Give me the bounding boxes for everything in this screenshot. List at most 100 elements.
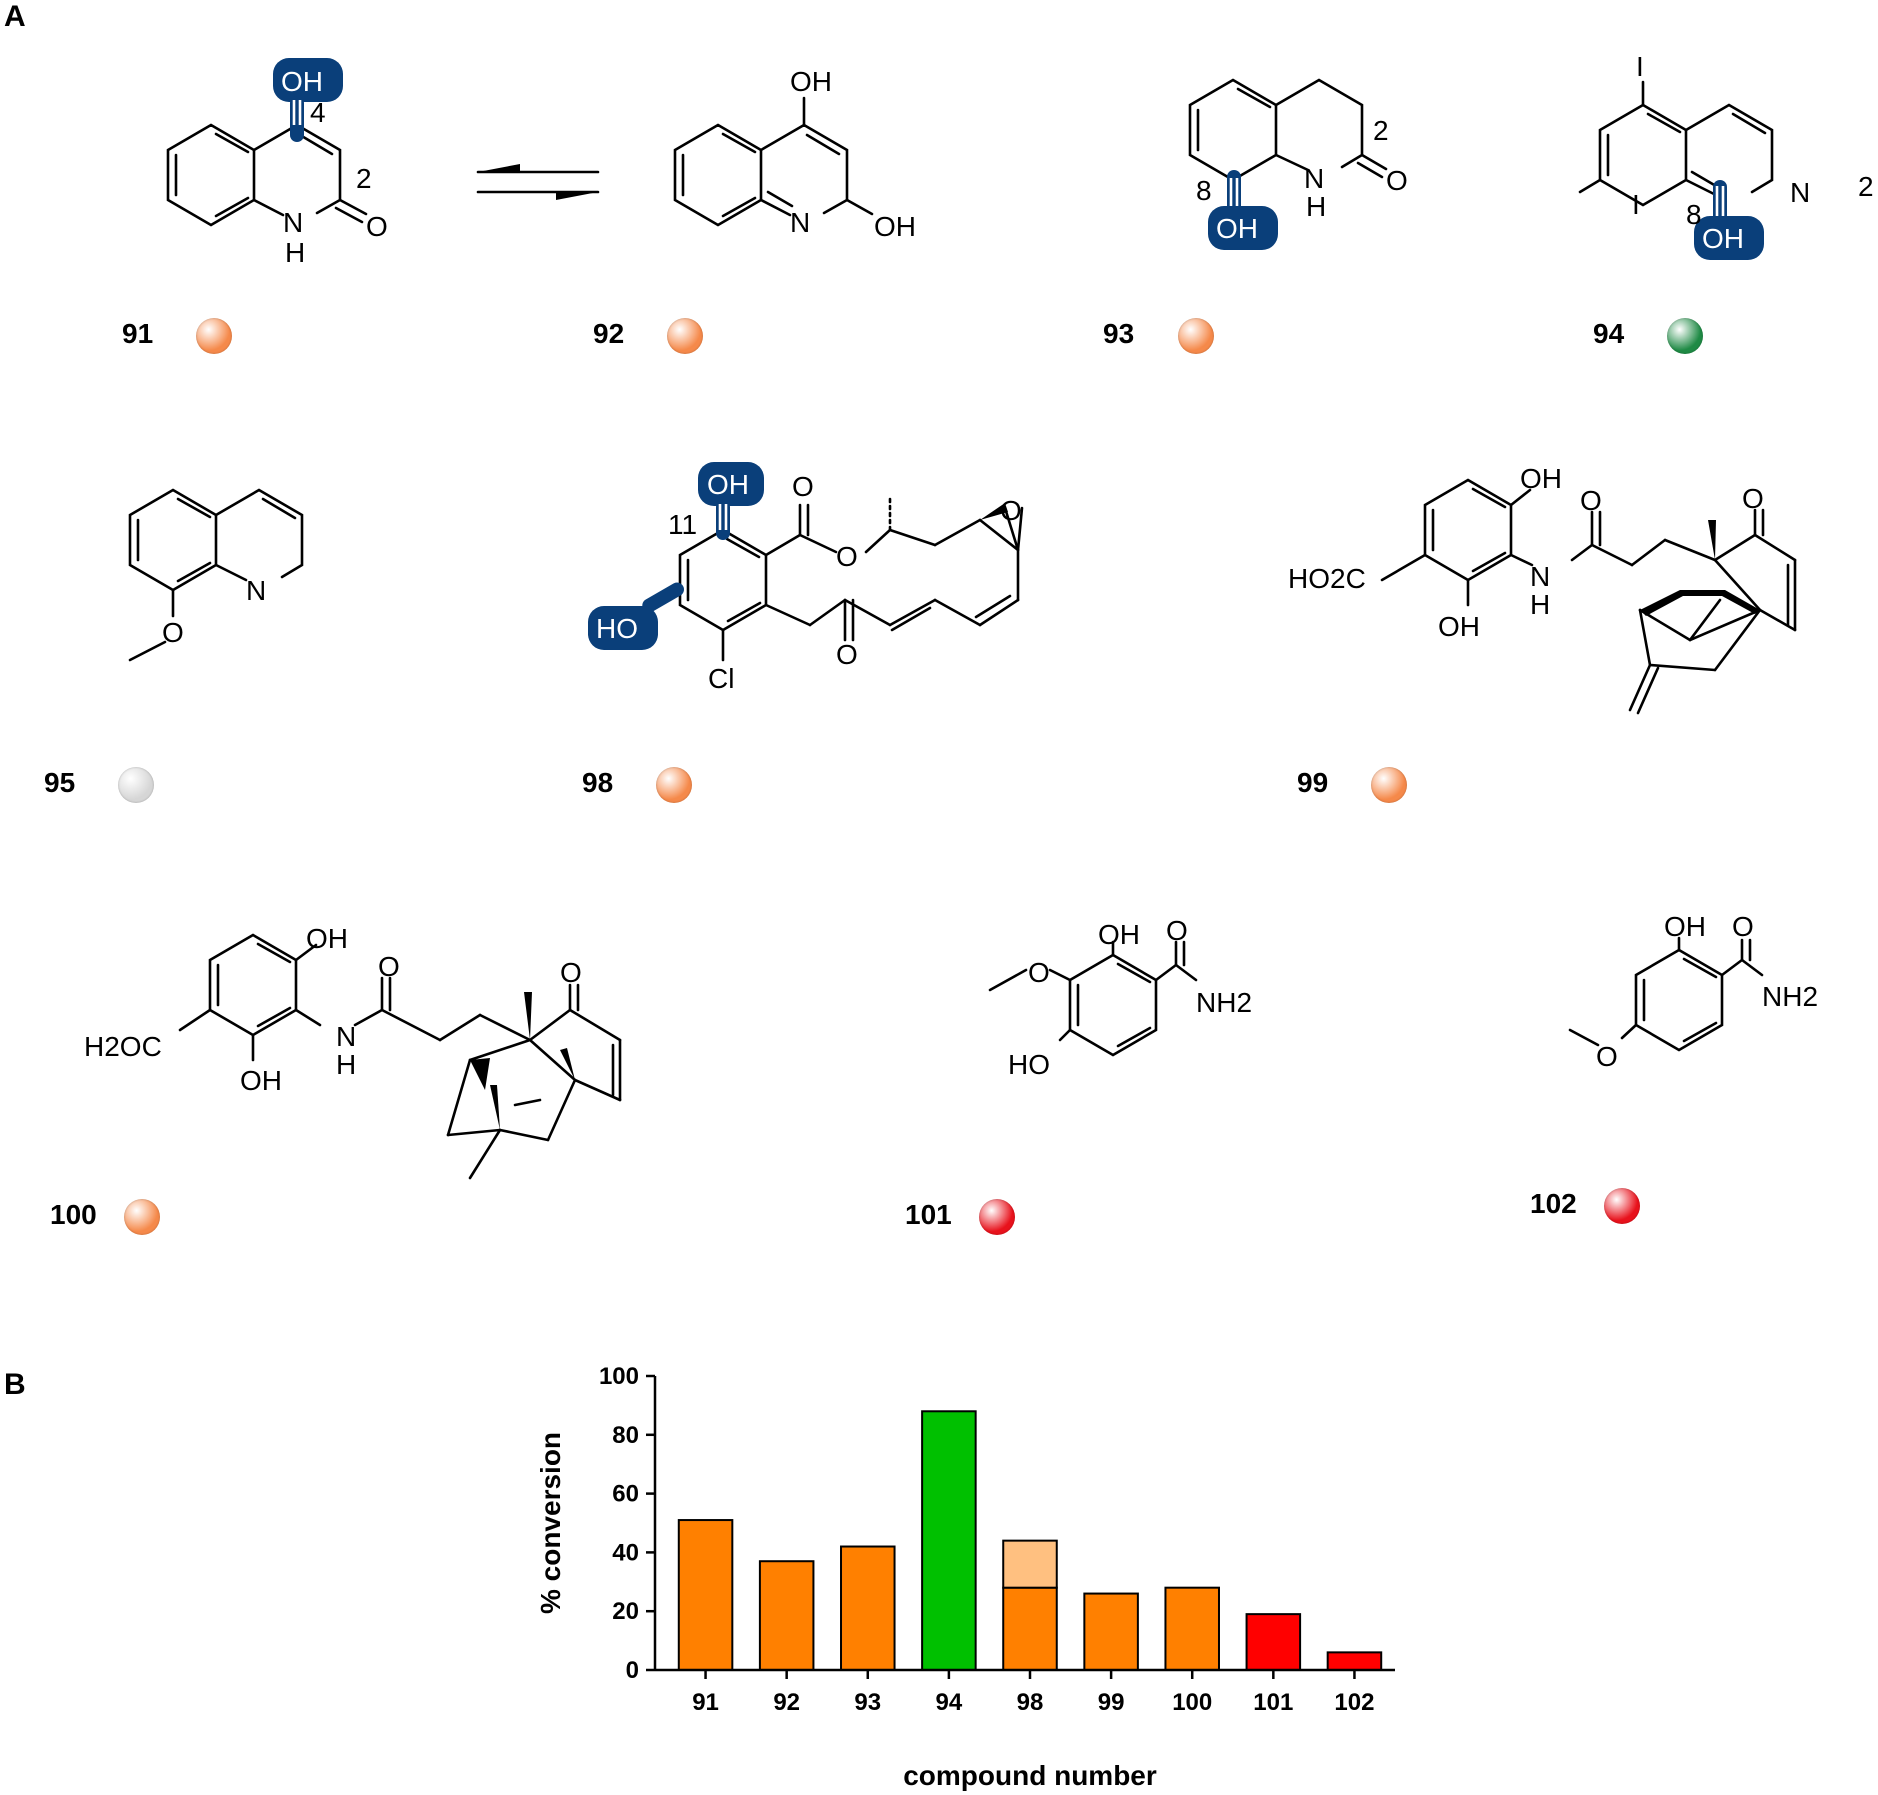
atom-oh: OH	[707, 469, 749, 500]
atom-ho: HO	[1008, 1049, 1050, 1080]
bar	[1326, 1651, 1383, 1671]
atom-o: O	[836, 639, 858, 670]
conversion-dot	[656, 767, 692, 803]
y-tick-label: 40	[612, 1539, 639, 1566]
x-tick-label: 94	[936, 1689, 963, 1716]
conversion-dot	[979, 1199, 1015, 1235]
conversion-dot	[1178, 318, 1214, 354]
panel-a-letter: A	[4, 0, 26, 33]
hydroxyl-highlight	[1694, 216, 1764, 260]
atom-o: O	[1732, 911, 1754, 942]
atom-o: O	[1166, 915, 1188, 946]
bar	[840, 1545, 896, 1672]
conversion-dot	[196, 318, 232, 354]
y-tick-label: 60	[612, 1481, 639, 1508]
hydroxyl-highlight	[588, 606, 658, 650]
atom-o: O	[1742, 483, 1764, 514]
structure-91: OH 4 2 N H O	[166, 58, 388, 268]
x-axis-title: compound number	[903, 1760, 1157, 1791]
x-tick-label: 98	[1017, 1689, 1044, 1716]
atom-h: H	[336, 1049, 356, 1080]
conversion-dot	[118, 767, 154, 803]
conversion-dot	[1604, 1188, 1640, 1224]
compound-label: 91	[122, 318, 154, 349]
structure-92: N OH OH	[673, 66, 916, 242]
atom-cl: Cl	[708, 663, 734, 694]
atom-n: N	[1304, 163, 1324, 194]
structure-102: OH O NH2 O	[1568, 911, 1818, 1072]
bar	[677, 1519, 734, 1671]
atom-o: O	[1028, 957, 1050, 988]
position-label: 4	[310, 97, 326, 128]
atom-oh: OH	[240, 1065, 282, 1096]
compound-label: 93	[1103, 318, 1135, 349]
x-tick-label: 93	[854, 1689, 881, 1716]
atom-n: N	[283, 207, 303, 238]
panel-b-letter: B	[4, 1368, 26, 1401]
atom-n: N	[1530, 561, 1550, 592]
atom-n: N	[1790, 177, 1810, 208]
atom-h: H	[1530, 589, 1550, 620]
atom-oh: OH	[281, 66, 323, 97]
compound-label: 99	[1297, 767, 1329, 798]
x-tick-label: 102	[1334, 1689, 1374, 1716]
structure-100: H2OC OH OH N H O O	[84, 923, 622, 1180]
y-tick-label: 80	[612, 1422, 639, 1449]
atom-oh: OH	[1438, 611, 1480, 642]
y-tick-label: 20	[612, 1598, 639, 1625]
conversion-dot	[667, 318, 703, 354]
compound-label: 102	[1530, 1188, 1577, 1219]
atom-o: O	[1580, 485, 1602, 516]
structure-94: I I OH 8 N 2	[1578, 51, 1874, 260]
y-tick-label: 100	[599, 1363, 639, 1390]
structure-101: OH O NH2 O HO	[988, 915, 1252, 1080]
x-tick-label: 92	[773, 1689, 800, 1716]
position-label: 11	[668, 509, 697, 540]
position-label: 8	[1196, 175, 1212, 206]
y-tick-label: 0	[626, 1657, 639, 1684]
atom-o: O	[836, 541, 858, 572]
atom-o: O	[378, 951, 400, 982]
atom-o: O	[162, 617, 184, 648]
y-axis-title: % conversion	[535, 1432, 566, 1614]
bar-stack	[1002, 1539, 1058, 1589]
bar	[921, 1410, 977, 1671]
equilibrium-arrows	[476, 164, 600, 200]
x-tick-label: 99	[1098, 1689, 1125, 1716]
atom-n: N	[246, 575, 266, 606]
hydroxyl-highlight	[1208, 206, 1278, 250]
atom-oh: OH	[1216, 213, 1258, 244]
position-label: 8	[1686, 199, 1702, 230]
atom-h: H	[1306, 191, 1326, 222]
atom-nh2: NH2	[1196, 987, 1252, 1018]
structure-95: N O	[128, 488, 304, 662]
atom-ho2c: HO2C	[1288, 563, 1366, 594]
atom-o: O	[792, 471, 814, 502]
bar	[758, 1560, 815, 1671]
hydroxyl-highlight	[698, 462, 764, 506]
atom-oh: OH	[306, 923, 348, 954]
atom-i: I	[1632, 189, 1640, 220]
conversion-dot	[1667, 318, 1703, 354]
atom-i: I	[1636, 51, 1644, 82]
atom-oh: OH	[790, 66, 832, 97]
conversion-dot	[124, 1199, 160, 1235]
structures-panel: OH 4 2 N H O N OH OH	[84, 51, 1874, 1180]
bar	[1245, 1613, 1302, 1672]
atom-ho: HO	[596, 613, 638, 644]
compound-label: 94	[1593, 318, 1625, 349]
atom-oh: OH	[874, 211, 916, 242]
x-tick-label: 91	[692, 1689, 719, 1716]
structure-99: HO2C OH OH N H O O	[1288, 463, 1797, 715]
atom-oh: OH	[1664, 911, 1706, 942]
position-label: 2	[1858, 171, 1874, 202]
hydroxyl-highlight	[273, 58, 343, 102]
position-label: 2	[1373, 115, 1389, 146]
conversion-dot	[1371, 767, 1407, 803]
atom-h: H	[285, 237, 305, 268]
atom-n: N	[790, 207, 810, 238]
atom-oh: OH	[1520, 463, 1562, 494]
x-tick-label: 100	[1172, 1689, 1212, 1716]
atom-o: O	[1386, 165, 1408, 196]
